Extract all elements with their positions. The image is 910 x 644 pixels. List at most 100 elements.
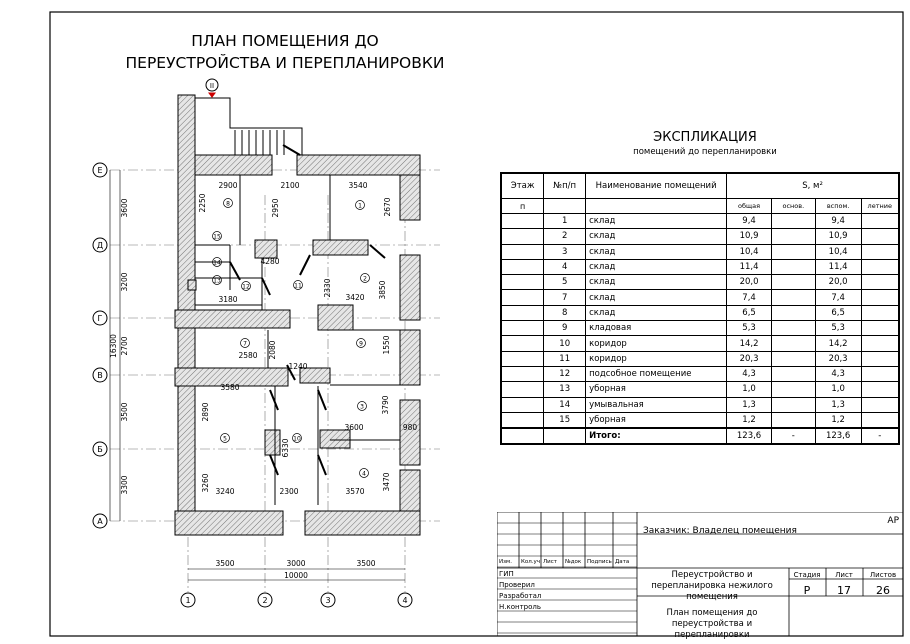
header-num: №п/п xyxy=(543,172,587,199)
table-cell: склад xyxy=(585,228,728,245)
explication-title: ЭКСПЛИКАЦИЯ xyxy=(653,130,757,145)
table-cell xyxy=(770,335,816,352)
door-leaf xyxy=(269,454,279,476)
room-number-circle xyxy=(292,433,302,443)
table-header: Этаж №п/п Наименование помещений S, м² xyxy=(500,172,900,199)
table-cell: склад xyxy=(585,258,728,276)
table-cell xyxy=(500,365,545,383)
project-name: Переустройство и перепланировка нежилого… xyxy=(651,570,773,602)
table-cell: 7,4 xyxy=(726,289,772,306)
explication-table: Этаж №п/п Наименование помещений S, м² п… xyxy=(500,172,900,446)
dimension-label: 3500 xyxy=(120,402,129,421)
room-number: 2 xyxy=(363,276,367,283)
table-cell: коридор xyxy=(585,350,728,367)
table-cell: 20,0 xyxy=(726,274,772,291)
dimension-label: 2670 xyxy=(383,197,392,216)
table-cell: кладовая xyxy=(585,320,728,337)
doc-code: АР xyxy=(887,516,899,526)
dimension-label: 1240 xyxy=(288,362,307,371)
dimension-label: 6330 xyxy=(281,438,290,457)
table-cell xyxy=(770,320,816,337)
wall xyxy=(174,309,291,329)
table-cell: 20,3 xyxy=(814,350,862,367)
axis-bubble xyxy=(92,237,108,253)
axis-bubble xyxy=(320,592,336,608)
table-cell xyxy=(500,274,545,291)
table-cell: 10,4 xyxy=(726,243,772,260)
table-cell xyxy=(770,243,816,260)
table-cell: 6,5 xyxy=(726,304,772,322)
axis-bubble xyxy=(92,367,108,383)
wall xyxy=(264,429,281,456)
wall xyxy=(399,399,421,466)
dimension-label: 3500 xyxy=(356,559,375,568)
table-cell xyxy=(860,396,900,413)
table-cell: 15 xyxy=(543,411,587,429)
table-cell: 4 xyxy=(543,258,587,276)
door-leaf xyxy=(229,261,241,281)
room-number: 1 xyxy=(358,203,362,210)
dimension-label: 2250 xyxy=(198,193,207,212)
door-leaf xyxy=(282,144,301,156)
room-number-circle xyxy=(240,338,250,348)
table-cell xyxy=(770,350,816,367)
title-line: ПЕРЕУСТРОЙСТВА И ПЕРЕПЛАНИРОВКИ xyxy=(125,54,445,72)
title-block-col: Кол.уч xyxy=(521,559,541,565)
dimension-label: 2080 xyxy=(268,340,277,359)
room-number-circle xyxy=(212,275,222,285)
table-cell xyxy=(860,243,900,260)
title-block-role: Проверил xyxy=(499,581,535,589)
sheet-frame xyxy=(49,11,904,637)
table-cell xyxy=(860,365,900,383)
table-cell: 11,4 xyxy=(726,258,772,276)
dimension-label: 4280 xyxy=(260,257,279,266)
stage-value: Р xyxy=(803,584,811,597)
axis-bubble xyxy=(92,441,108,457)
table-cell xyxy=(500,381,545,398)
room-number-circle xyxy=(356,338,366,348)
table-cell: 7 xyxy=(543,289,587,306)
table-cell xyxy=(500,350,545,367)
table-cell xyxy=(860,381,900,398)
door-leaf xyxy=(261,277,271,296)
axis-bubble xyxy=(180,592,196,608)
wall xyxy=(187,279,197,291)
room-number-circle xyxy=(357,401,367,411)
table-cell: 20,3 xyxy=(726,350,772,367)
page-title: ПЛАН ПОМЕЩЕНИЯ ДО ПЕРЕУСТРОЙСТВА И ПЕРЕП… xyxy=(120,30,450,74)
dimension-label: 3580 xyxy=(220,383,239,392)
table-cell: склад xyxy=(585,289,728,306)
floor-value: п xyxy=(500,198,545,214)
table-cell: 1,3 xyxy=(814,396,862,413)
table-cell: 12 xyxy=(543,365,587,383)
room-number-circle xyxy=(223,198,233,208)
dimension-label: 2580 xyxy=(238,351,257,360)
table-cell: подсобное помещение xyxy=(585,365,728,383)
table-cell: 10,4 xyxy=(814,243,862,260)
table-cell: умывальная xyxy=(585,396,728,413)
table-cell xyxy=(500,289,545,306)
table-cell: 8 xyxy=(543,304,587,322)
wall xyxy=(174,510,284,536)
axis-label-col: 3 xyxy=(325,596,330,605)
title-block-role: ГИП xyxy=(499,570,514,578)
dimension-label: 3790 xyxy=(381,395,390,414)
table-cell xyxy=(860,411,900,429)
table-cell: 1,2 xyxy=(726,411,772,429)
dimension-label: 2100 xyxy=(280,181,299,190)
room-number: 4 xyxy=(362,471,366,478)
room-number: 5 xyxy=(223,436,227,443)
table-cell xyxy=(500,258,545,276)
table-cell: 1,3 xyxy=(726,396,772,413)
room-number-circle xyxy=(220,433,230,443)
axis-label-row: В xyxy=(97,371,103,380)
sheet-title: План помещения до переустройства и переп… xyxy=(666,608,758,640)
header-area: S, м² xyxy=(726,172,900,199)
